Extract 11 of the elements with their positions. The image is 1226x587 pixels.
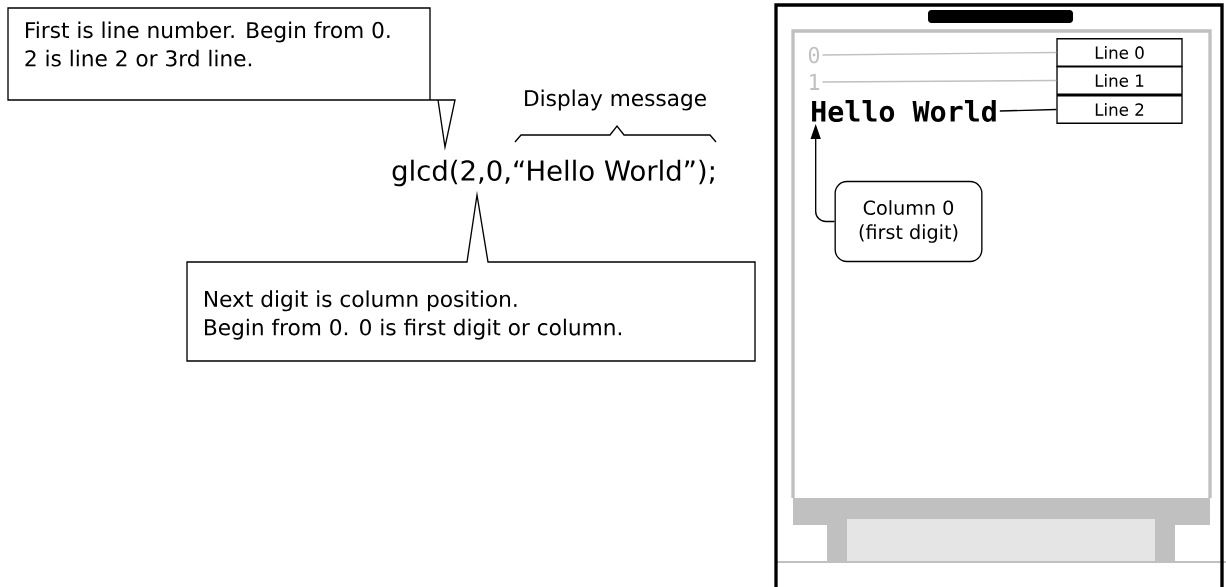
- connector-line: [999, 108, 1057, 112]
- rounded-callout: Column 0 (first digit): [834, 180, 983, 263]
- connector-line: [821, 51, 1057, 56]
- display-digit: 0: [808, 46, 820, 64]
- callout: First is line number. Begin from 0. 2 is line 2 or 3rd line.: [7, 7, 456, 151]
- caption-text: Display message: [525, 89, 706, 111]
- code-text: glcd(2,0,“Hello World”);: [392, 159, 714, 187]
- connector-line: [821, 79, 1057, 83]
- display-digit: 1: [810, 74, 820, 90]
- callout: Next digit is column position. Begin from 0. 0 is first digit or column.: [186, 190, 756, 362]
- display-text: Hello World: [812, 100, 996, 122]
